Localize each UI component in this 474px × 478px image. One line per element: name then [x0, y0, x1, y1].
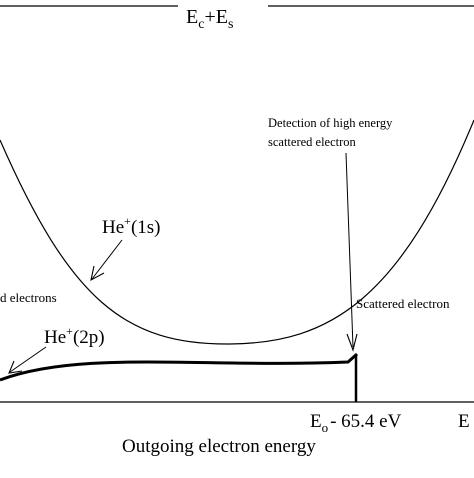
- he2p-curve: [0, 352, 358, 382]
- detection-arrow-shaft: [345, 152, 354, 348]
- detection-label-line1: Detection of high energy: [268, 116, 393, 130]
- top-level-label: Ec+Es: [186, 6, 233, 32]
- scattered-electron-curve: [0, 119, 474, 345]
- he2p-label: He+(2p): [44, 324, 105, 348]
- he2p-arrow-shaft: [9, 346, 47, 373]
- he1s-arrowhead: [90, 265, 105, 282]
- he1s-arrow-shaft: [91, 239, 123, 280]
- he1s-label: He+(1s): [102, 214, 161, 238]
- detection-arrowhead: [346, 333, 358, 352]
- he2p-arrowhead: [8, 360, 23, 374]
- e0-tick-label: Eo- 65.4 eV: [310, 411, 402, 435]
- x-axis-title: Outgoing electron energy: [122, 436, 316, 457]
- detection-label-line2: scattered electron: [268, 135, 357, 149]
- right-axis-label: E: [458, 411, 470, 432]
- ejected-electrons-label: d electrons: [0, 290, 57, 305]
- scattered-electron-label: Scattered electron: [356, 296, 450, 311]
